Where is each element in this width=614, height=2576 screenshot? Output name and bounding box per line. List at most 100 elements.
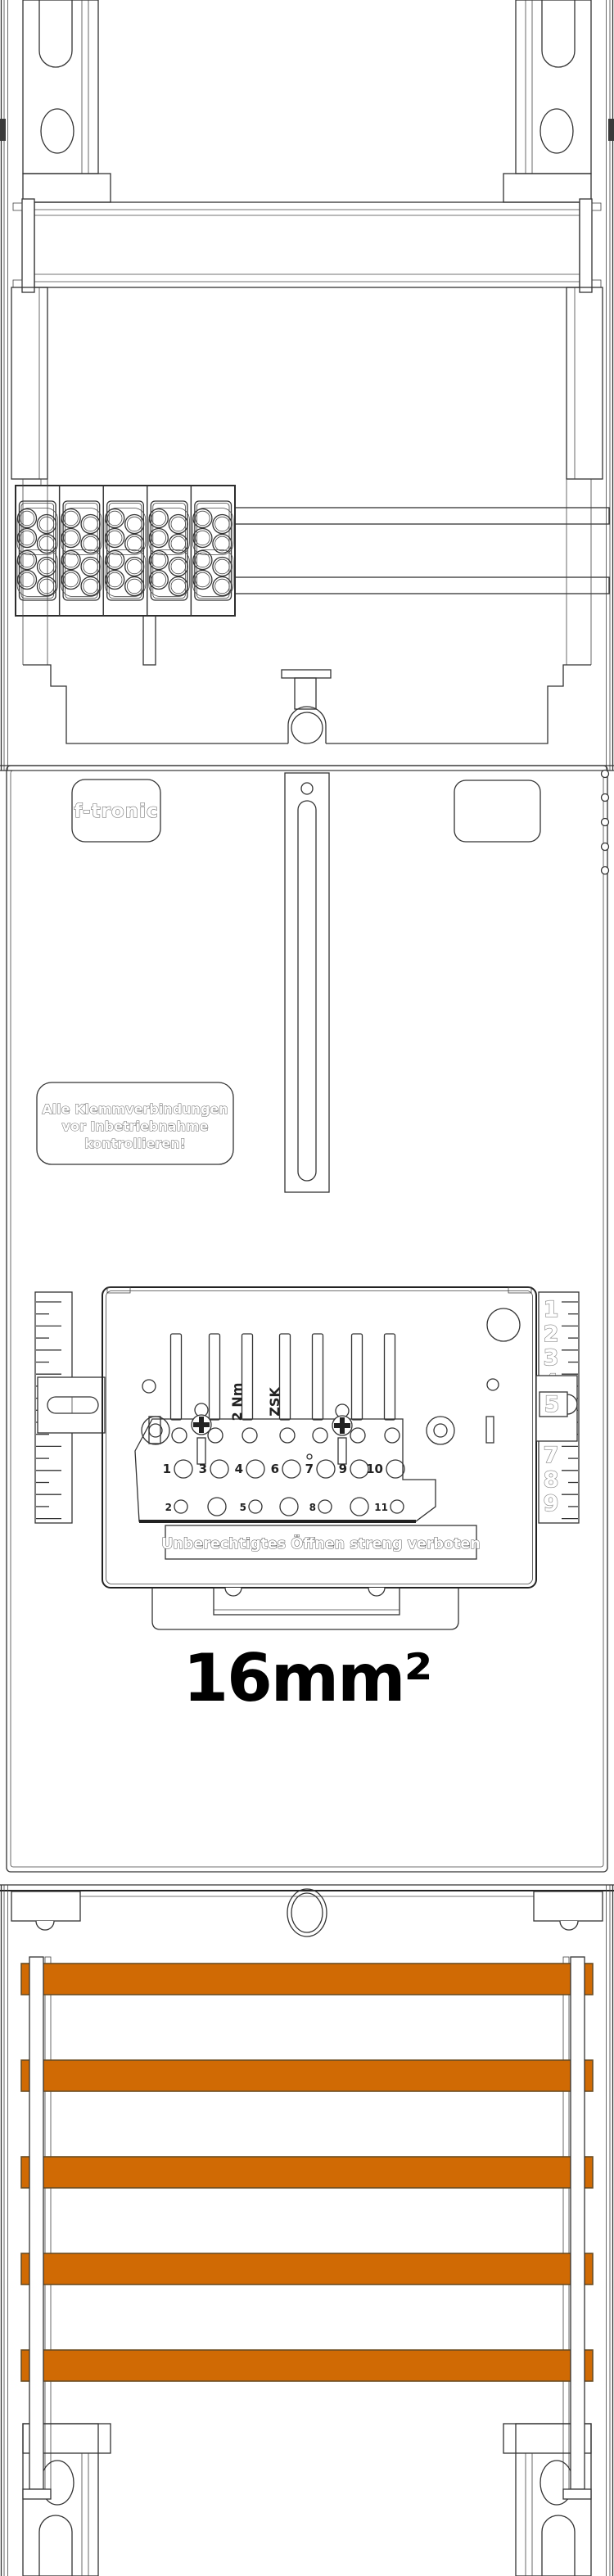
terminal-number: 9 bbox=[339, 1462, 347, 1476]
conductor-hole bbox=[148, 527, 169, 549]
terminal-number: 7 bbox=[305, 1462, 314, 1476]
rail-foot-right bbox=[562, 2488, 592, 2500]
conductor-hole-inner bbox=[106, 530, 123, 546]
terminal-block-stem bbox=[142, 615, 156, 666]
conductor-hole-inner bbox=[214, 536, 230, 552]
cover-panel: f-tronic Alle Klemmverbindungen vor Inbe… bbox=[6, 765, 610, 1873]
conductor-hole bbox=[168, 513, 188, 535]
conductor-hole bbox=[148, 508, 169, 529]
vertical-slot-strip bbox=[284, 772, 330, 1193]
conductor-hole bbox=[192, 508, 213, 529]
module-window bbox=[62, 500, 101, 601]
conductor-hole bbox=[124, 513, 145, 535]
conductor-hole-inner bbox=[38, 578, 55, 594]
conductor-hole-inner bbox=[19, 552, 35, 568]
conductor-hole bbox=[192, 549, 213, 571]
center-keyhole bbox=[281, 669, 332, 744]
terminal-hole bbox=[171, 1427, 187, 1444]
conductor-hole-inner bbox=[151, 510, 167, 526]
conductor-hole bbox=[80, 513, 101, 535]
conductor-hole bbox=[192, 527, 213, 549]
keyhole-slot bbox=[541, 2515, 576, 2576]
conductor-hole bbox=[212, 556, 233, 577]
conductor-hole-inner bbox=[195, 510, 210, 526]
terminal-holes-top-row bbox=[171, 1427, 400, 1444]
conductor-hole-inner bbox=[106, 552, 123, 568]
center-hanging-hole bbox=[287, 1888, 327, 1937]
top-bracket-left bbox=[11, 1891, 81, 1931]
din-rail-section bbox=[0, 1884, 614, 2576]
brand-logo: f-tronic bbox=[71, 779, 161, 843]
conductor-cluster bbox=[16, 549, 58, 597]
conductor-hole-inner bbox=[195, 552, 210, 568]
conductor-hole bbox=[212, 513, 233, 535]
rail-foot-left bbox=[22, 2488, 52, 2500]
terminal-hole bbox=[174, 1499, 188, 1514]
conductor-cluster bbox=[61, 508, 102, 555]
terminal-hole bbox=[246, 1459, 265, 1479]
warning-line-1: Alle Klemmverbindungen bbox=[42, 1101, 228, 1117]
conductor-hole-inner bbox=[126, 516, 142, 532]
din-rail bbox=[20, 2059, 594, 2092]
conductor-hole bbox=[61, 508, 81, 529]
terminal-number: 3 bbox=[199, 1462, 207, 1476]
terminal-number: 2 bbox=[165, 1502, 172, 1513]
conductor-hole-inner bbox=[38, 536, 55, 552]
conductor-cluster bbox=[148, 508, 190, 555]
terminal-block bbox=[15, 478, 236, 666]
conductor-hole bbox=[16, 508, 38, 529]
conductor-hole bbox=[148, 549, 169, 571]
conductor-hole-inner bbox=[126, 536, 142, 552]
fixing-hole bbox=[291, 712, 323, 744]
bottom-right-wall bbox=[606, 1885, 614, 2576]
conductor-hole-inner bbox=[63, 530, 79, 546]
cover-bottom-tabs bbox=[151, 1587, 459, 1630]
conductor-hole-inner bbox=[19, 572, 35, 588]
ruler-number: 1 bbox=[544, 1297, 559, 1322]
conductor-hole bbox=[124, 556, 145, 577]
conductor-hole-inner bbox=[83, 558, 98, 575]
conductor-cluster bbox=[104, 549, 147, 597]
conductor-hole-inner bbox=[195, 572, 210, 588]
conductor-hole-inner bbox=[106, 510, 123, 526]
conductor-hole-inner bbox=[195, 530, 210, 546]
conductor-hole-inner bbox=[38, 558, 55, 575]
conductor-hole-inner bbox=[151, 572, 167, 588]
top-bracket-right bbox=[533, 1891, 603, 1931]
keyhole-slot bbox=[38, 2515, 73, 2576]
left-mounting-column bbox=[22, 0, 111, 203]
module-window bbox=[194, 500, 233, 601]
module-window bbox=[150, 500, 188, 601]
rail-end-cap bbox=[579, 198, 593, 293]
conductor-hole-inner bbox=[126, 578, 142, 594]
conductor-hole bbox=[80, 576, 101, 597]
conductor-hole bbox=[61, 549, 81, 571]
conductor-cluster bbox=[192, 508, 234, 555]
conductor-cluster bbox=[104, 508, 147, 555]
seal-hole bbox=[486, 1308, 521, 1342]
wall-latch-mark bbox=[608, 119, 614, 141]
conductor-hole bbox=[105, 527, 125, 549]
conductor-hole-inner bbox=[170, 578, 187, 594]
conductor-hole-inner bbox=[63, 572, 79, 588]
terminal-module bbox=[102, 485, 148, 617]
right-mounting-column bbox=[503, 0, 592, 203]
conductor-hole-inner bbox=[151, 530, 167, 546]
terminal-module bbox=[15, 485, 61, 617]
ruler-slider-right bbox=[535, 1375, 578, 1442]
terminal-hole bbox=[312, 1427, 328, 1444]
conductor-cluster bbox=[192, 549, 234, 597]
conductor-hole bbox=[36, 533, 57, 554]
device-rail-right bbox=[570, 1956, 585, 2490]
terminal-hole bbox=[279, 1427, 296, 1444]
din-rail bbox=[20, 1963, 594, 1995]
conductor-hole-inner bbox=[63, 510, 79, 526]
conductor-hole bbox=[61, 527, 81, 549]
conductor-hole bbox=[16, 569, 38, 590]
conductor-hole bbox=[192, 569, 213, 590]
terminal-module bbox=[58, 485, 104, 617]
conductor-hole bbox=[105, 549, 125, 571]
terminal-hole bbox=[242, 1427, 258, 1444]
